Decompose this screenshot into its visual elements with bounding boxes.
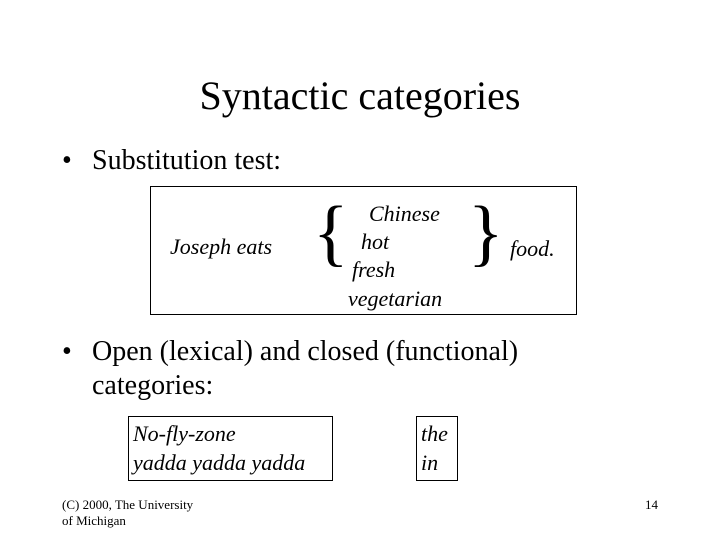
bullet-substitution-test: • Substitution test: <box>62 145 281 177</box>
bullet-icon: • <box>62 145 72 176</box>
option-chinese: Chinese <box>369 201 440 226</box>
right-brace: } <box>468 192 504 274</box>
option-vegetarian: vegetarian <box>348 286 443 311</box>
substitution-suffix: food. <box>510 236 555 261</box>
open-category-box <box>128 416 333 481</box>
bullet-text: Substitution test: <box>92 145 282 176</box>
left-brace: { <box>313 192 349 274</box>
closed-example-2: in <box>421 450 439 475</box>
footer-credit-line1: (C) 2000, The University <box>62 497 194 512</box>
slide-title: Syntactic categories <box>199 73 521 118</box>
bullet-icon: • <box>62 336 72 367</box>
bullet-text-line2: categories: <box>92 370 214 401</box>
substitution-prefix: Joseph eats <box>170 234 273 259</box>
substitution-box <box>150 186 577 315</box>
open-example-2: yadda yadda yadda <box>133 450 306 475</box>
closed-category-box <box>416 416 458 481</box>
bullet-open-closed: • Open (lexical) and closed (functional) <box>62 336 518 368</box>
option-fresh: fresh <box>352 257 396 282</box>
open-example-1: No-fly-zone <box>133 421 236 446</box>
bullet-text-line1: Open (lexical) and closed (functional) <box>92 336 519 367</box>
footer-credit-line2: of Michigan <box>62 513 126 528</box>
option-hot: hot <box>361 229 390 254</box>
closed-example-1: the <box>421 421 448 446</box>
page-number: 14 <box>645 497 658 512</box>
